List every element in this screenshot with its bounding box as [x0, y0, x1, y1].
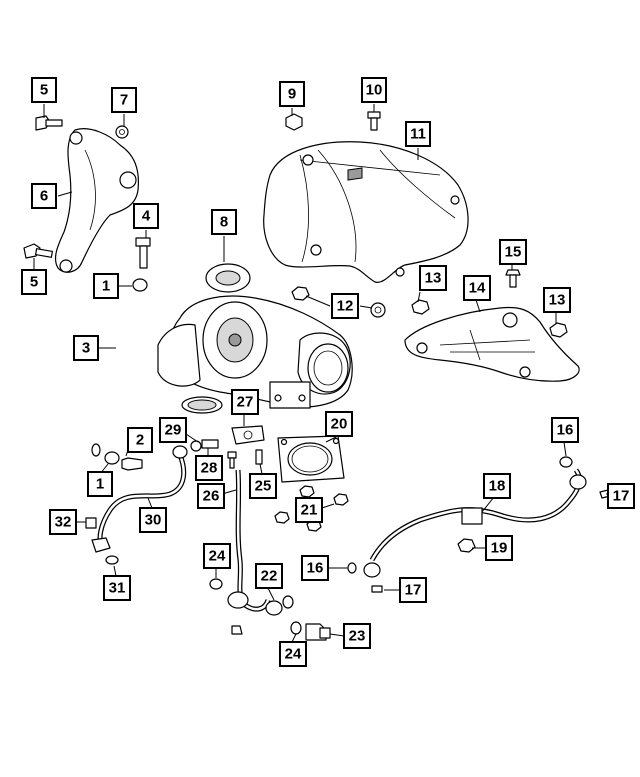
heat-shield-illustration [263, 141, 469, 283]
turbo-support-bracket-illustration [23, 115, 140, 273]
fastener-illustrations [285, 111, 568, 338]
callout-19: 19 [485, 535, 513, 561]
callout-4-label: 4 [142, 208, 151, 225]
callout-24-lower: 24 [279, 641, 307, 667]
callout-6-label: 6 [40, 188, 48, 205]
callout-19-label: 19 [491, 540, 508, 557]
callout-18: 18 [483, 473, 511, 499]
callout-9: 9 [279, 81, 305, 107]
callout-22: 22 [255, 563, 283, 589]
coolant-return-line-illustration [347, 456, 611, 593]
callout-11: 11 [405, 121, 431, 147]
callout-27: 27 [231, 389, 259, 415]
callout-23-label: 23 [349, 628, 366, 645]
callout-1-lower-label: 1 [96, 476, 104, 493]
coolant-line-illustration [209, 469, 331, 641]
callout-1-label: 1 [102, 278, 110, 295]
callout-25: 25 [249, 473, 277, 499]
callout-10-label: 10 [366, 82, 383, 99]
callout-31-label: 31 [109, 580, 126, 597]
callout-30-label: 30 [145, 512, 162, 529]
callout-13-label: 13 [425, 270, 442, 287]
callout-13-right: 13 [543, 287, 571, 313]
callout-2: 2 [127, 427, 153, 453]
callout-17: 17 [607, 483, 635, 509]
callout-2-label: 2 [136, 432, 144, 449]
callout-14-label: 14 [469, 280, 486, 297]
callout-24-label: 24 [209, 548, 226, 565]
callout-5-label: 5 [40, 82, 48, 99]
callout-15-label: 15 [505, 244, 522, 261]
gasket-illustration [277, 435, 345, 483]
callout-22-label: 22 [261, 568, 278, 585]
callout-5: 5 [31, 77, 57, 103]
callout-29: 29 [159, 417, 187, 443]
callout-20: 20 [325, 411, 353, 437]
bolt-illustration [135, 237, 151, 269]
callout-16-lower-label: 16 [307, 560, 324, 577]
callout-20-label: 20 [331, 416, 348, 433]
callout-5-lower-label: 5 [30, 274, 38, 291]
callout-8: 8 [211, 209, 237, 235]
oil-return-line-illustration [85, 445, 188, 565]
callout-12: 12 [331, 293, 359, 319]
lower-heat-shield-illustration [404, 306, 580, 382]
callout-1: 1 [93, 273, 119, 299]
callout-3-label: 3 [82, 340, 90, 357]
callout-21: 21 [295, 497, 323, 523]
callout-24-lower-label: 24 [285, 646, 302, 663]
callout-25-label: 25 [255, 478, 272, 495]
callout-11-label: 11 [410, 126, 426, 143]
callout-4: 4 [133, 203, 159, 229]
callout-16-lower: 16 [301, 555, 329, 581]
callout-3: 3 [73, 335, 99, 361]
callout-31: 31 [103, 575, 131, 601]
callout-17-label: 17 [613, 488, 630, 505]
callout-26: 26 [197, 483, 225, 509]
callout-26-label: 26 [203, 488, 220, 505]
oil-feed-line-illustration [91, 278, 162, 471]
callout-16-label: 16 [557, 422, 574, 439]
callout-12-label: 12 [337, 298, 354, 315]
callout-13: 13 [419, 265, 447, 291]
callout-14: 14 [463, 275, 491, 301]
callout-9-label: 9 [288, 86, 296, 103]
callout-29-label: 29 [165, 422, 182, 439]
small-gasket-and-fittings-illustration [190, 425, 265, 469]
callout-8-label: 8 [220, 214, 228, 231]
callout-21-label: 21 [301, 502, 318, 519]
callout-17-lower: 17 [399, 577, 427, 603]
callout-1-lower: 1 [87, 471, 113, 497]
callout-10: 10 [361, 77, 387, 103]
turbocharger-illustration [157, 263, 353, 414]
callout-28-label: 28 [201, 460, 218, 477]
callout-32-label: 32 [55, 514, 72, 531]
callout-23: 23 [343, 623, 371, 649]
callout-17-lower-label: 17 [405, 582, 422, 599]
callout-24: 24 [203, 543, 231, 569]
callout-7: 7 [111, 87, 137, 113]
callout-18-label: 18 [489, 478, 506, 495]
callout-6: 6 [31, 183, 57, 209]
callout-16: 16 [551, 417, 579, 443]
callout-30: 30 [139, 507, 167, 533]
callout-32: 32 [49, 509, 77, 535]
callout-27-label: 27 [237, 394, 254, 411]
callout-15: 15 [499, 239, 527, 265]
callout-7-label: 7 [120, 92, 128, 109]
callout-5-lower: 5 [21, 269, 47, 295]
callout-28: 28 [195, 455, 223, 481]
callout-13-right-label: 13 [549, 292, 566, 309]
